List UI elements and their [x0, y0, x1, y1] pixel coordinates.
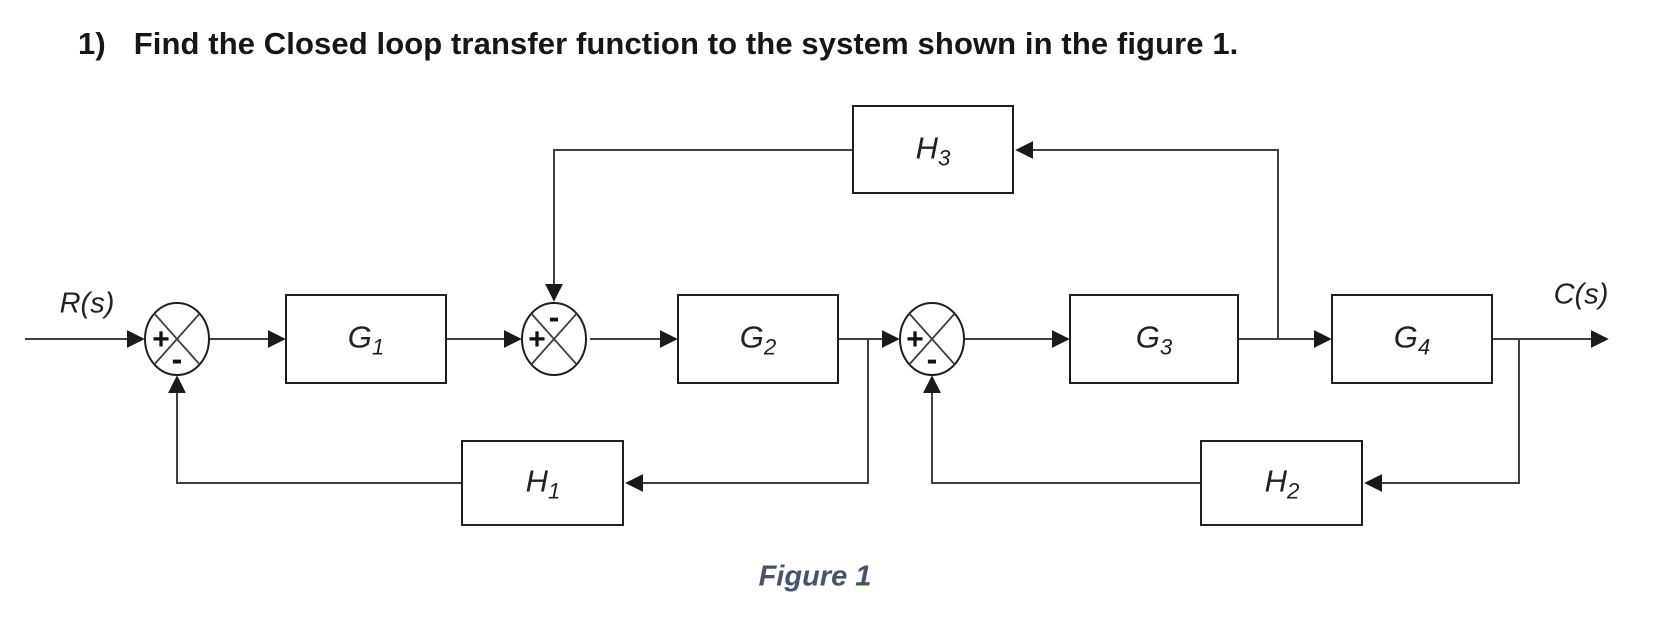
feedback-line-h1-to-sum1	[168, 375, 462, 484]
sum3-cross	[908, 313, 956, 365]
h2-block-label: H2	[1264, 463, 1300, 504]
g4-block	[1331, 294, 1493, 384]
problem-text: Find the Closed loop transfer function t…	[133, 26, 1239, 61]
feedback-line-h2-to-sum3	[923, 375, 1201, 484]
g2-block	[677, 294, 839, 384]
sum2-cross	[530, 313, 578, 365]
h2-block	[1200, 440, 1363, 526]
g1-block	[285, 294, 447, 384]
sum3-plus-sign: +	[906, 323, 924, 356]
h3-block-label: H3	[915, 130, 951, 171]
h1-block	[461, 440, 624, 526]
sum1-minus-sign: -	[171, 341, 183, 377]
g1-block-label: G1	[347, 319, 385, 360]
feedback-line-g4-to-h2	[1364, 339, 1520, 492]
sum1-cross	[153, 313, 201, 365]
input-signal-label: R(s)	[59, 287, 115, 320]
h1-block-label: H1	[525, 463, 561, 504]
g3-block	[1069, 294, 1239, 384]
output-signal-label: C(s)	[1553, 278, 1609, 311]
sum1-plus-sign: +	[152, 323, 170, 356]
feedback-line-g2-to-h1	[625, 339, 869, 492]
sum2-minus-sign: -	[548, 299, 560, 335]
g4-block-label: G4	[1393, 319, 1431, 360]
sum3-minus-sign: -	[926, 341, 938, 377]
sum2-plus-sign: +	[528, 323, 546, 356]
h3-block	[852, 105, 1014, 194]
figure-caption: Figure 1	[758, 560, 872, 593]
feedback-line-h3-to-sum2	[545, 149, 853, 302]
problem-title: 1) Find the Closed loop transfer functio…	[78, 26, 1238, 62]
feedback-line-g3-to-h3	[1015, 141, 1279, 339]
g2-block-label: G2	[739, 319, 777, 360]
problem-number: 1)	[78, 26, 106, 61]
g3-block-label: G3	[1135, 319, 1173, 360]
